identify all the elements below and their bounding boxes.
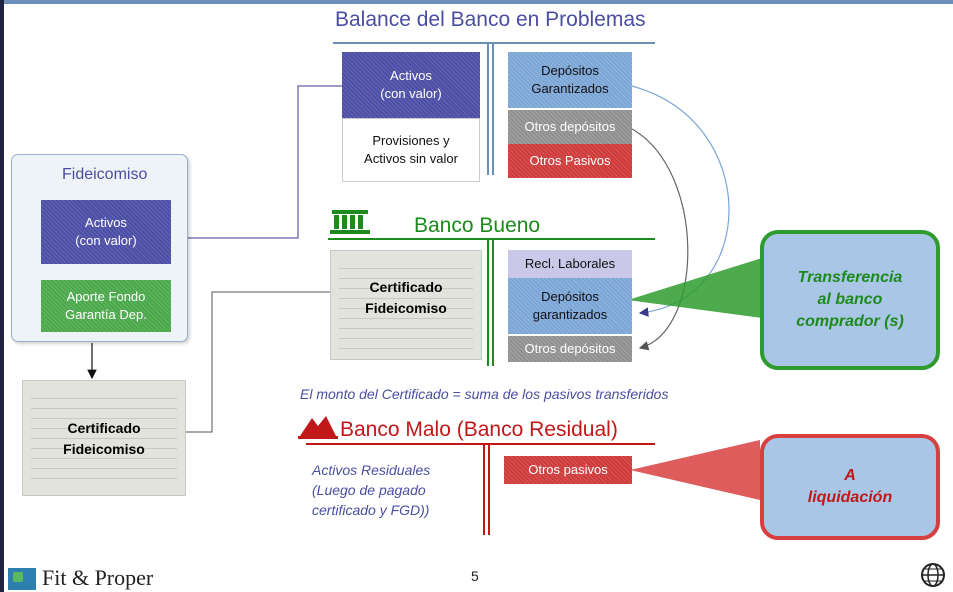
arrow-other-deposits [631,128,689,351]
good-bank-certificate-label: Certificado Fideicomiso [365,279,447,316]
transfer-callout-pointer [628,258,762,318]
certificate-note: El monto del Certificado = suma de los p… [300,386,669,402]
trust-fund-box: Aporte Fondo Garantía Dep. [41,280,171,332]
fit-proper-logo-mark [8,568,36,590]
trust-certificate-label: Certificado Fideicomiso [63,420,145,457]
trust-certificate-image: Certificado Fideicomiso [22,380,186,496]
liquidation-callout-pointer [630,440,760,500]
arrow-assets-to-trust [171,85,342,242]
balance-other-deposits: Otros depósitos [508,110,632,144]
balance-other-liabilities: Otros Pasivos [508,144,632,178]
left-rule [0,0,4,592]
trust-title: Fideicomiso [62,166,148,183]
transfer-callout: Transferencia al banco comprador (s) [760,230,940,370]
transfer-callout-text: Transferencia al banco comprador (s) [796,269,904,330]
liquidation-callout-text: A liquidación [807,467,893,506]
bad-bank-other-liabilities: Otros pasivos [504,456,632,484]
balance-assets-box: Activos (con valor) [342,52,480,118]
bad-bank-title: Banco Malo (Banco Residual) [340,418,618,441]
liquidation-callout: A liquidación [760,434,940,540]
bad-bank-residual-assets: Activos Residuales (Luego de pagado cert… [312,462,431,518]
globe-icon [921,563,945,587]
trust-assets-box: Activos (con valor) [41,200,171,264]
good-bank-labor-claims: Recl. Laborales [508,250,632,278]
balance-title: Balance del Banco en Problemas [335,8,646,31]
line-certificate-link [184,291,348,433]
fit-proper-logo-text: Fit & Proper [42,565,154,590]
collapsed-bank-icon [298,416,338,439]
good-bank-other-deposits: Otros depósitos [508,336,632,362]
balance-guaranteed-deposits: Depósitos Garantizados [508,52,632,108]
good-bank-guaranteed-deposits: Depósitos garantizados [508,278,632,334]
page-number: 5 [471,568,479,584]
good-bank-certificate-image: Certificado Fideicomiso [330,250,482,360]
bank-building-icon [330,210,370,234]
good-bank-title: Banco Bueno [414,214,541,237]
top-rule [0,0,953,4]
balance-provisions-box: Provisiones y Activos sin valor [342,118,480,182]
